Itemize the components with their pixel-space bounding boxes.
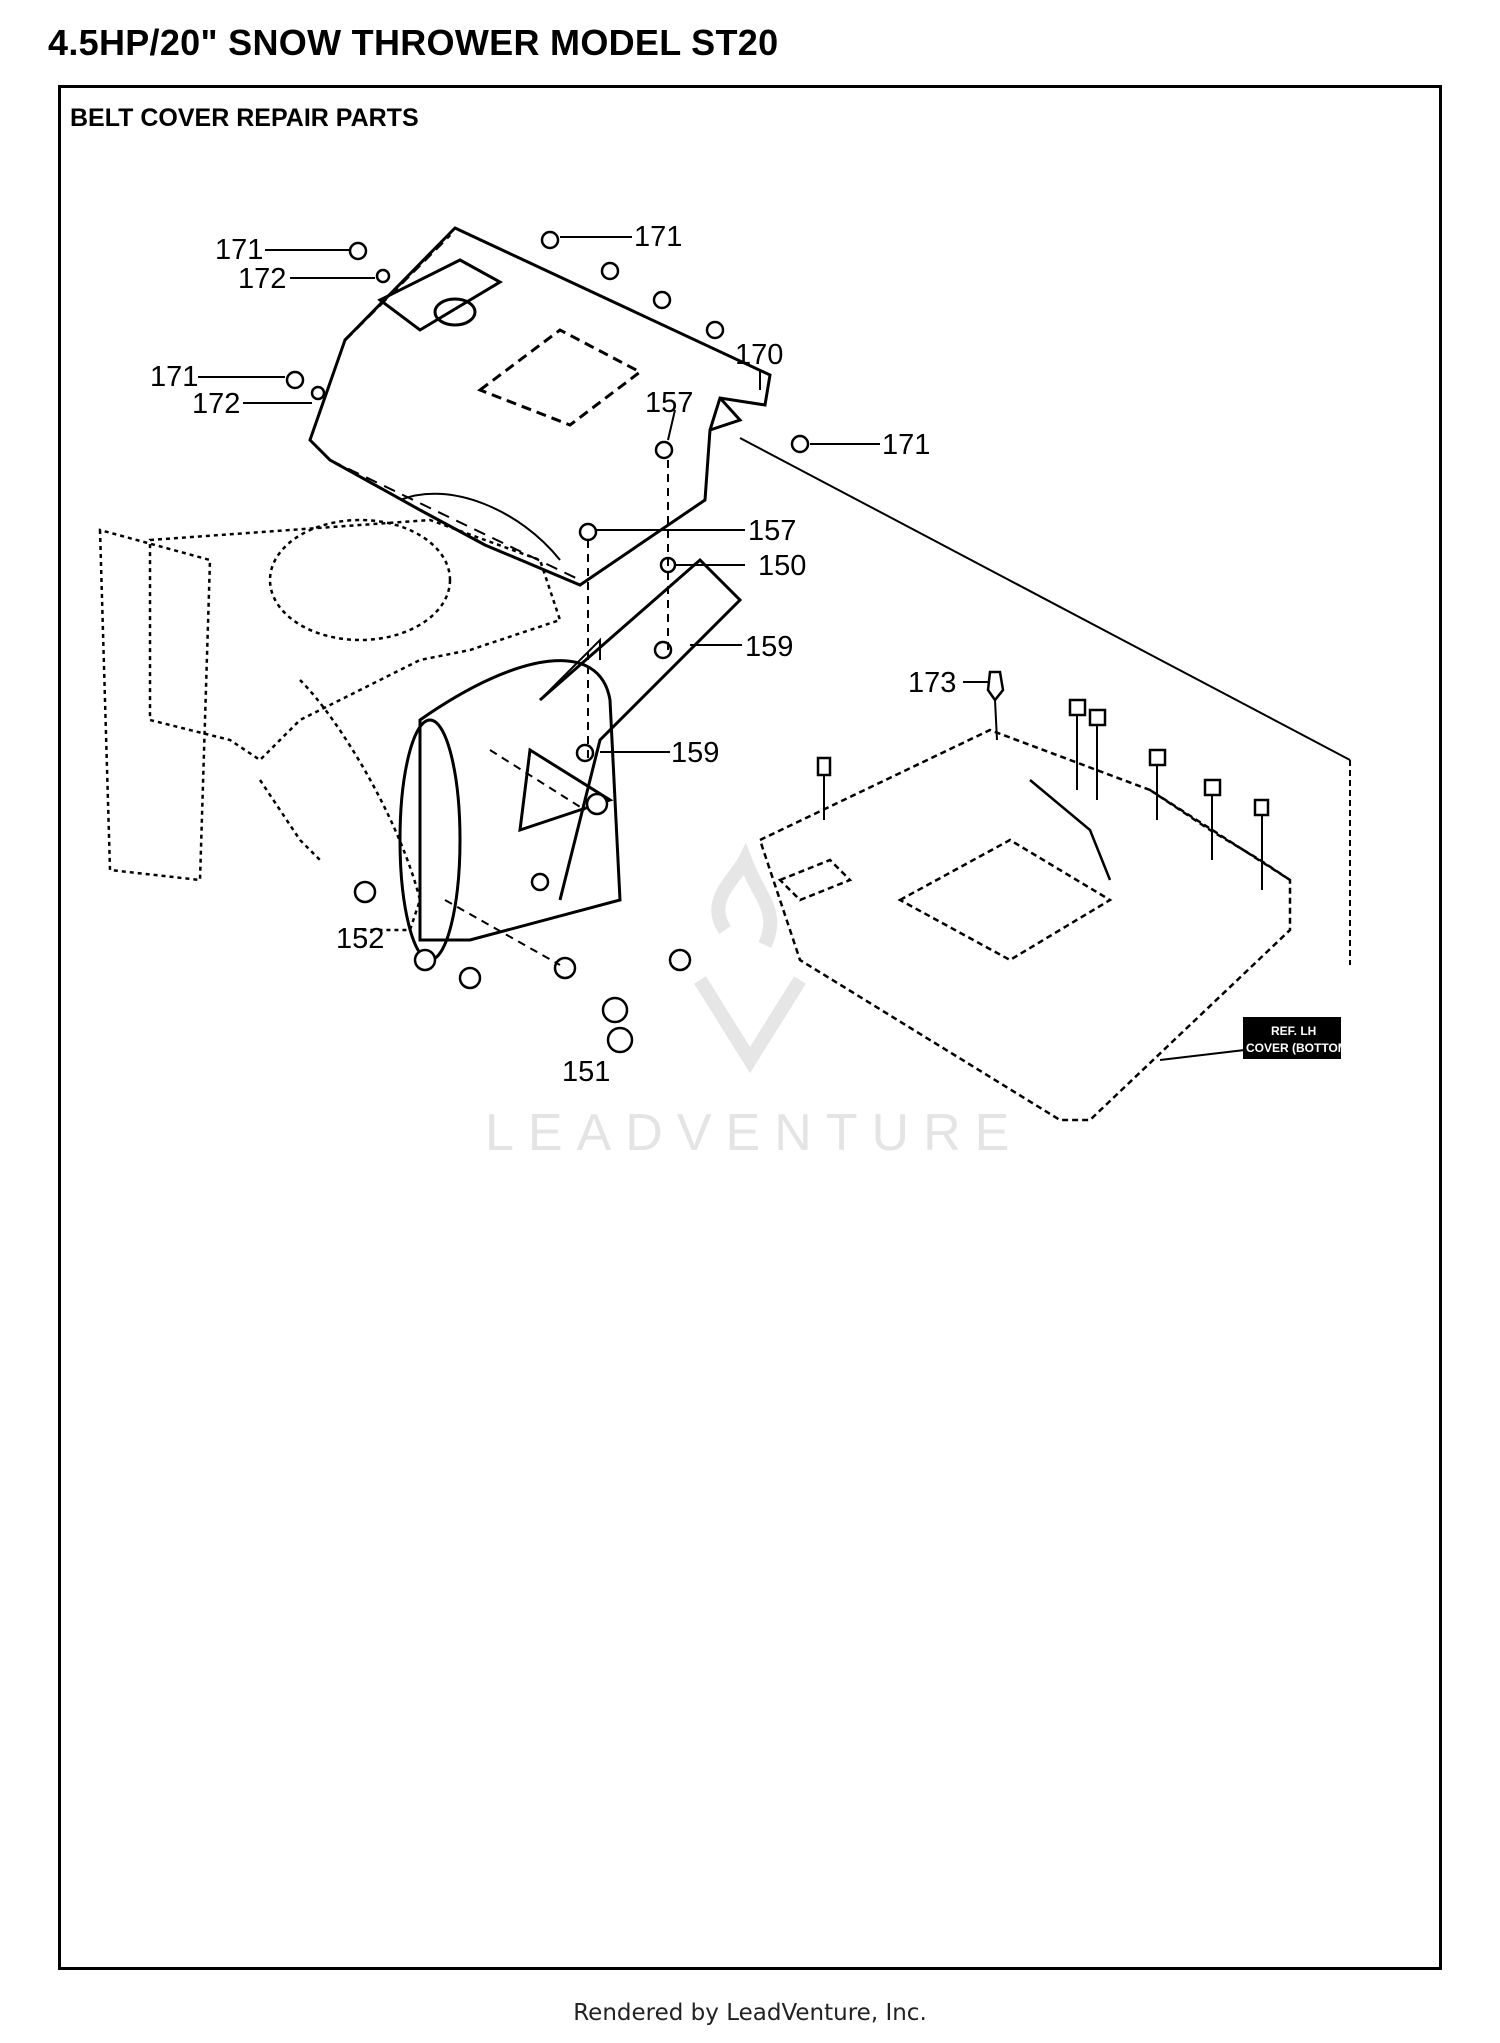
reference-line	[739, 437, 1351, 761]
callout-171-c: 171	[150, 361, 198, 393]
lh-cover-bottom	[758, 728, 1292, 1122]
cover-tabs	[816, 670, 1270, 817]
ref-lh-cover-box: REF. LH COVER (BOTTOM)	[1243, 1017, 1352, 1059]
callout-173: 173	[908, 667, 956, 699]
page-title: 4.5HP/20" SNOW THROWER MODEL ST20	[48, 22, 779, 63]
callout-170: 170	[735, 339, 783, 371]
watermark-text: LEADVENTURE	[485, 1104, 1023, 1162]
callouts: 171 172 171 171 172 170 157 171 157 150 …	[150, 221, 956, 1088]
pulley-guard	[398, 557, 743, 962]
callout-171-d: 171	[882, 429, 930, 461]
callout-171-b: 171	[634, 221, 682, 253]
callout-150: 150	[758, 550, 806, 582]
ref-box-line1: REF. LH	[1271, 1024, 1316, 1038]
leader-lines	[198, 236, 1271, 1061]
callout-172-a: 172	[238, 263, 286, 295]
callout-152: 152	[336, 923, 384, 955]
alignment-lines	[444, 460, 669, 966]
footer-rendered-by: Rendered by LeadVenture, Inc.	[573, 2000, 927, 2026]
callout-159-a: 159	[745, 631, 793, 663]
callout-172-b: 172	[192, 388, 240, 420]
callout-171-a: 171	[215, 234, 263, 266]
callout-159-b: 159	[671, 737, 719, 769]
engine-outline	[98, 518, 562, 932]
ref-box-line2: COVER (BOTTOM)	[1246, 1041, 1352, 1055]
belt-cover-top	[308, 226, 772, 587]
section-title: BELT COVER REPAIR PARTS	[70, 104, 419, 132]
callout-157-b: 157	[748, 515, 796, 547]
callout-151: 151	[562, 1056, 610, 1088]
tab-stems	[823, 699, 1263, 890]
watermark-logo	[694, 842, 806, 1074]
callout-157-a: 157	[645, 387, 693, 419]
diagram-frame	[58, 85, 1442, 1970]
